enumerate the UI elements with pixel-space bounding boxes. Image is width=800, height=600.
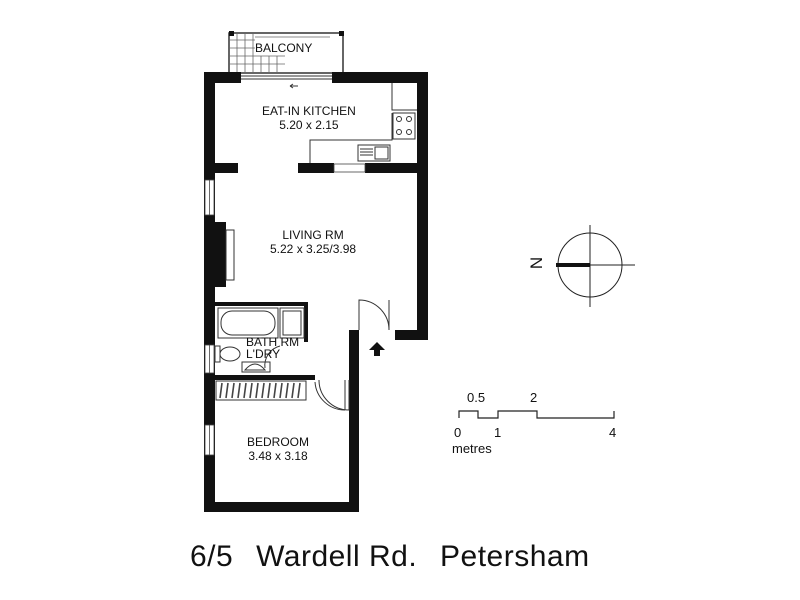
- entry-arrow-icon: [369, 342, 385, 356]
- scale-bar: [458, 410, 615, 419]
- scale-label-1: 1: [494, 425, 502, 440]
- scale-label-2: 2: [530, 390, 538, 405]
- windows: [204, 163, 366, 456]
- room-label-kitchen: EAT-IN KITCHEN 5.20 x 2.15: [262, 104, 356, 132]
- north-arrow-compass-icon: [556, 225, 635, 307]
- room-label-bathroom: BATH RM L'DRY: [246, 335, 300, 361]
- address-title: 6/5 Wardell Rd. Petersham: [190, 540, 604, 574]
- address-street: Wardell Rd.: [256, 540, 418, 573]
- address-unit: 6/5: [190, 540, 234, 573]
- scale-label-0-5: 0.5: [467, 390, 486, 405]
- doors: [264, 299, 390, 411]
- wardrobe: [215, 380, 307, 401]
- sliding-door: [241, 75, 332, 89]
- kitchen-joinery: [309, 83, 417, 163]
- scale-unit-label: metres: [452, 441, 492, 456]
- room-label-living: LIVING RM 5.22 x 3.25/3.98: [270, 228, 357, 256]
- room-label-balcony: BALCONY: [255, 41, 313, 55]
- fireplace: [225, 229, 235, 281]
- balcony: [228, 31, 344, 74]
- scale-label-4: 4: [609, 425, 617, 440]
- bathroom-fixtures: [214, 307, 305, 373]
- room-label-bedroom: BEDROOM 3.48 x 3.18: [247, 435, 310, 463]
- compass-north-label: N: [527, 256, 547, 270]
- walls: [204, 72, 428, 512]
- scale-label-0: 0: [454, 425, 462, 440]
- address-suburb: Petersham: [440, 540, 590, 573]
